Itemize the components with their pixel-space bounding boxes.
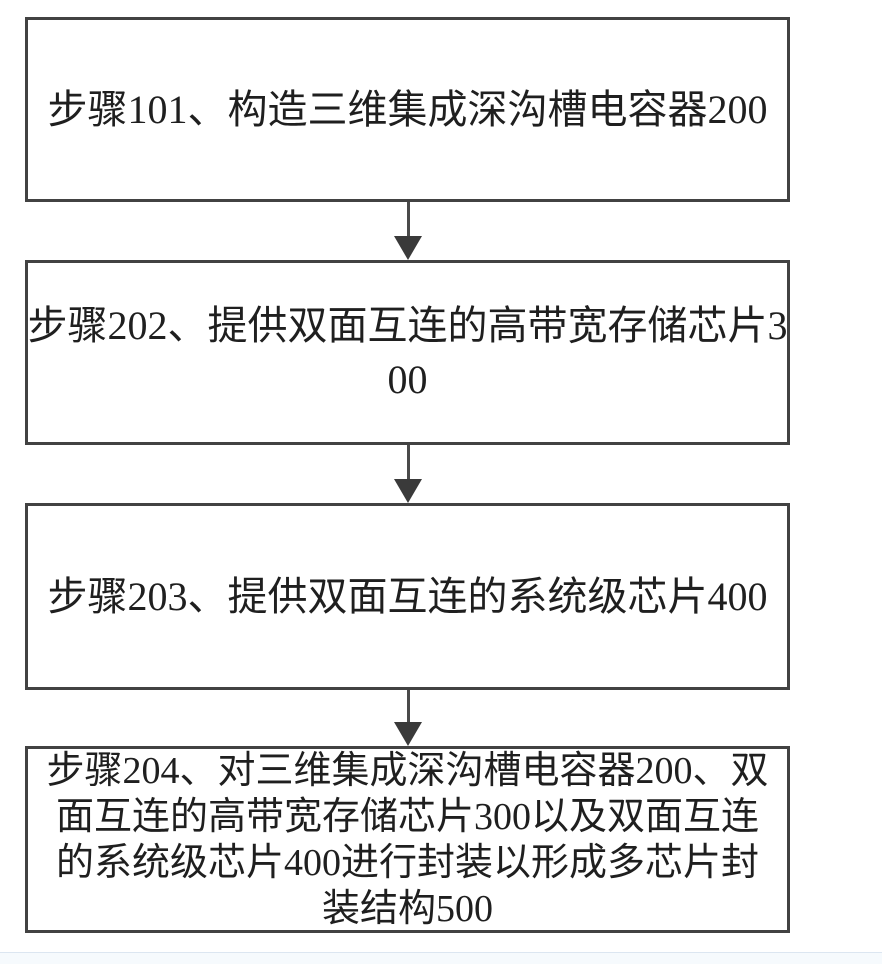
down-arrow-stem (406, 445, 410, 479)
down-arrow-stem (406, 690, 410, 722)
flow-step-204-box: 步骤204、对三维集成深沟槽电容器200、双 面互连的高带宽存储芯片300以及双… (25, 746, 790, 933)
down-arrow-head-icon (394, 722, 422, 746)
down-arrow-stem (406, 202, 410, 236)
down-arrow-1 (393, 202, 423, 260)
flow-step-101-box: 步骤101、构造三维集成深沟槽电容器200 (25, 17, 790, 202)
page-bottom-strip (0, 952, 882, 964)
step-204-text-line: 步骤204、对三维集成深沟槽电容器200、双 (46, 749, 769, 792)
step-101-text-line: 步骤101、构造三维集成深沟槽电容器200 (47, 86, 768, 132)
step-202-text-line: 00 (387, 356, 428, 402)
flow-step-203-box: 步骤203、提供双面互连的系统级芯片400 (25, 503, 790, 690)
step-202-text-line: 步骤202、提供双面互连的高带宽存储芯片3 (27, 302, 788, 348)
step-204-text-line: 装结构500 (321, 887, 493, 930)
down-arrow-head-icon (394, 236, 422, 260)
flow-step-202-box: 步骤202、提供双面互连的高带宽存储芯片3 00 (25, 260, 790, 445)
step-204-text-line: 的系统级芯片400进行封装以形成多芯片封 (55, 841, 759, 884)
down-arrow-2 (393, 445, 423, 503)
down-arrow-head-icon (394, 479, 422, 503)
step-203-text-line: 步骤203、提供双面互连的系统级芯片400 (47, 573, 768, 619)
down-arrow-3 (393, 690, 423, 746)
step-204-text-line: 面互连的高带宽存储芯片300以及双面互连 (55, 795, 759, 838)
